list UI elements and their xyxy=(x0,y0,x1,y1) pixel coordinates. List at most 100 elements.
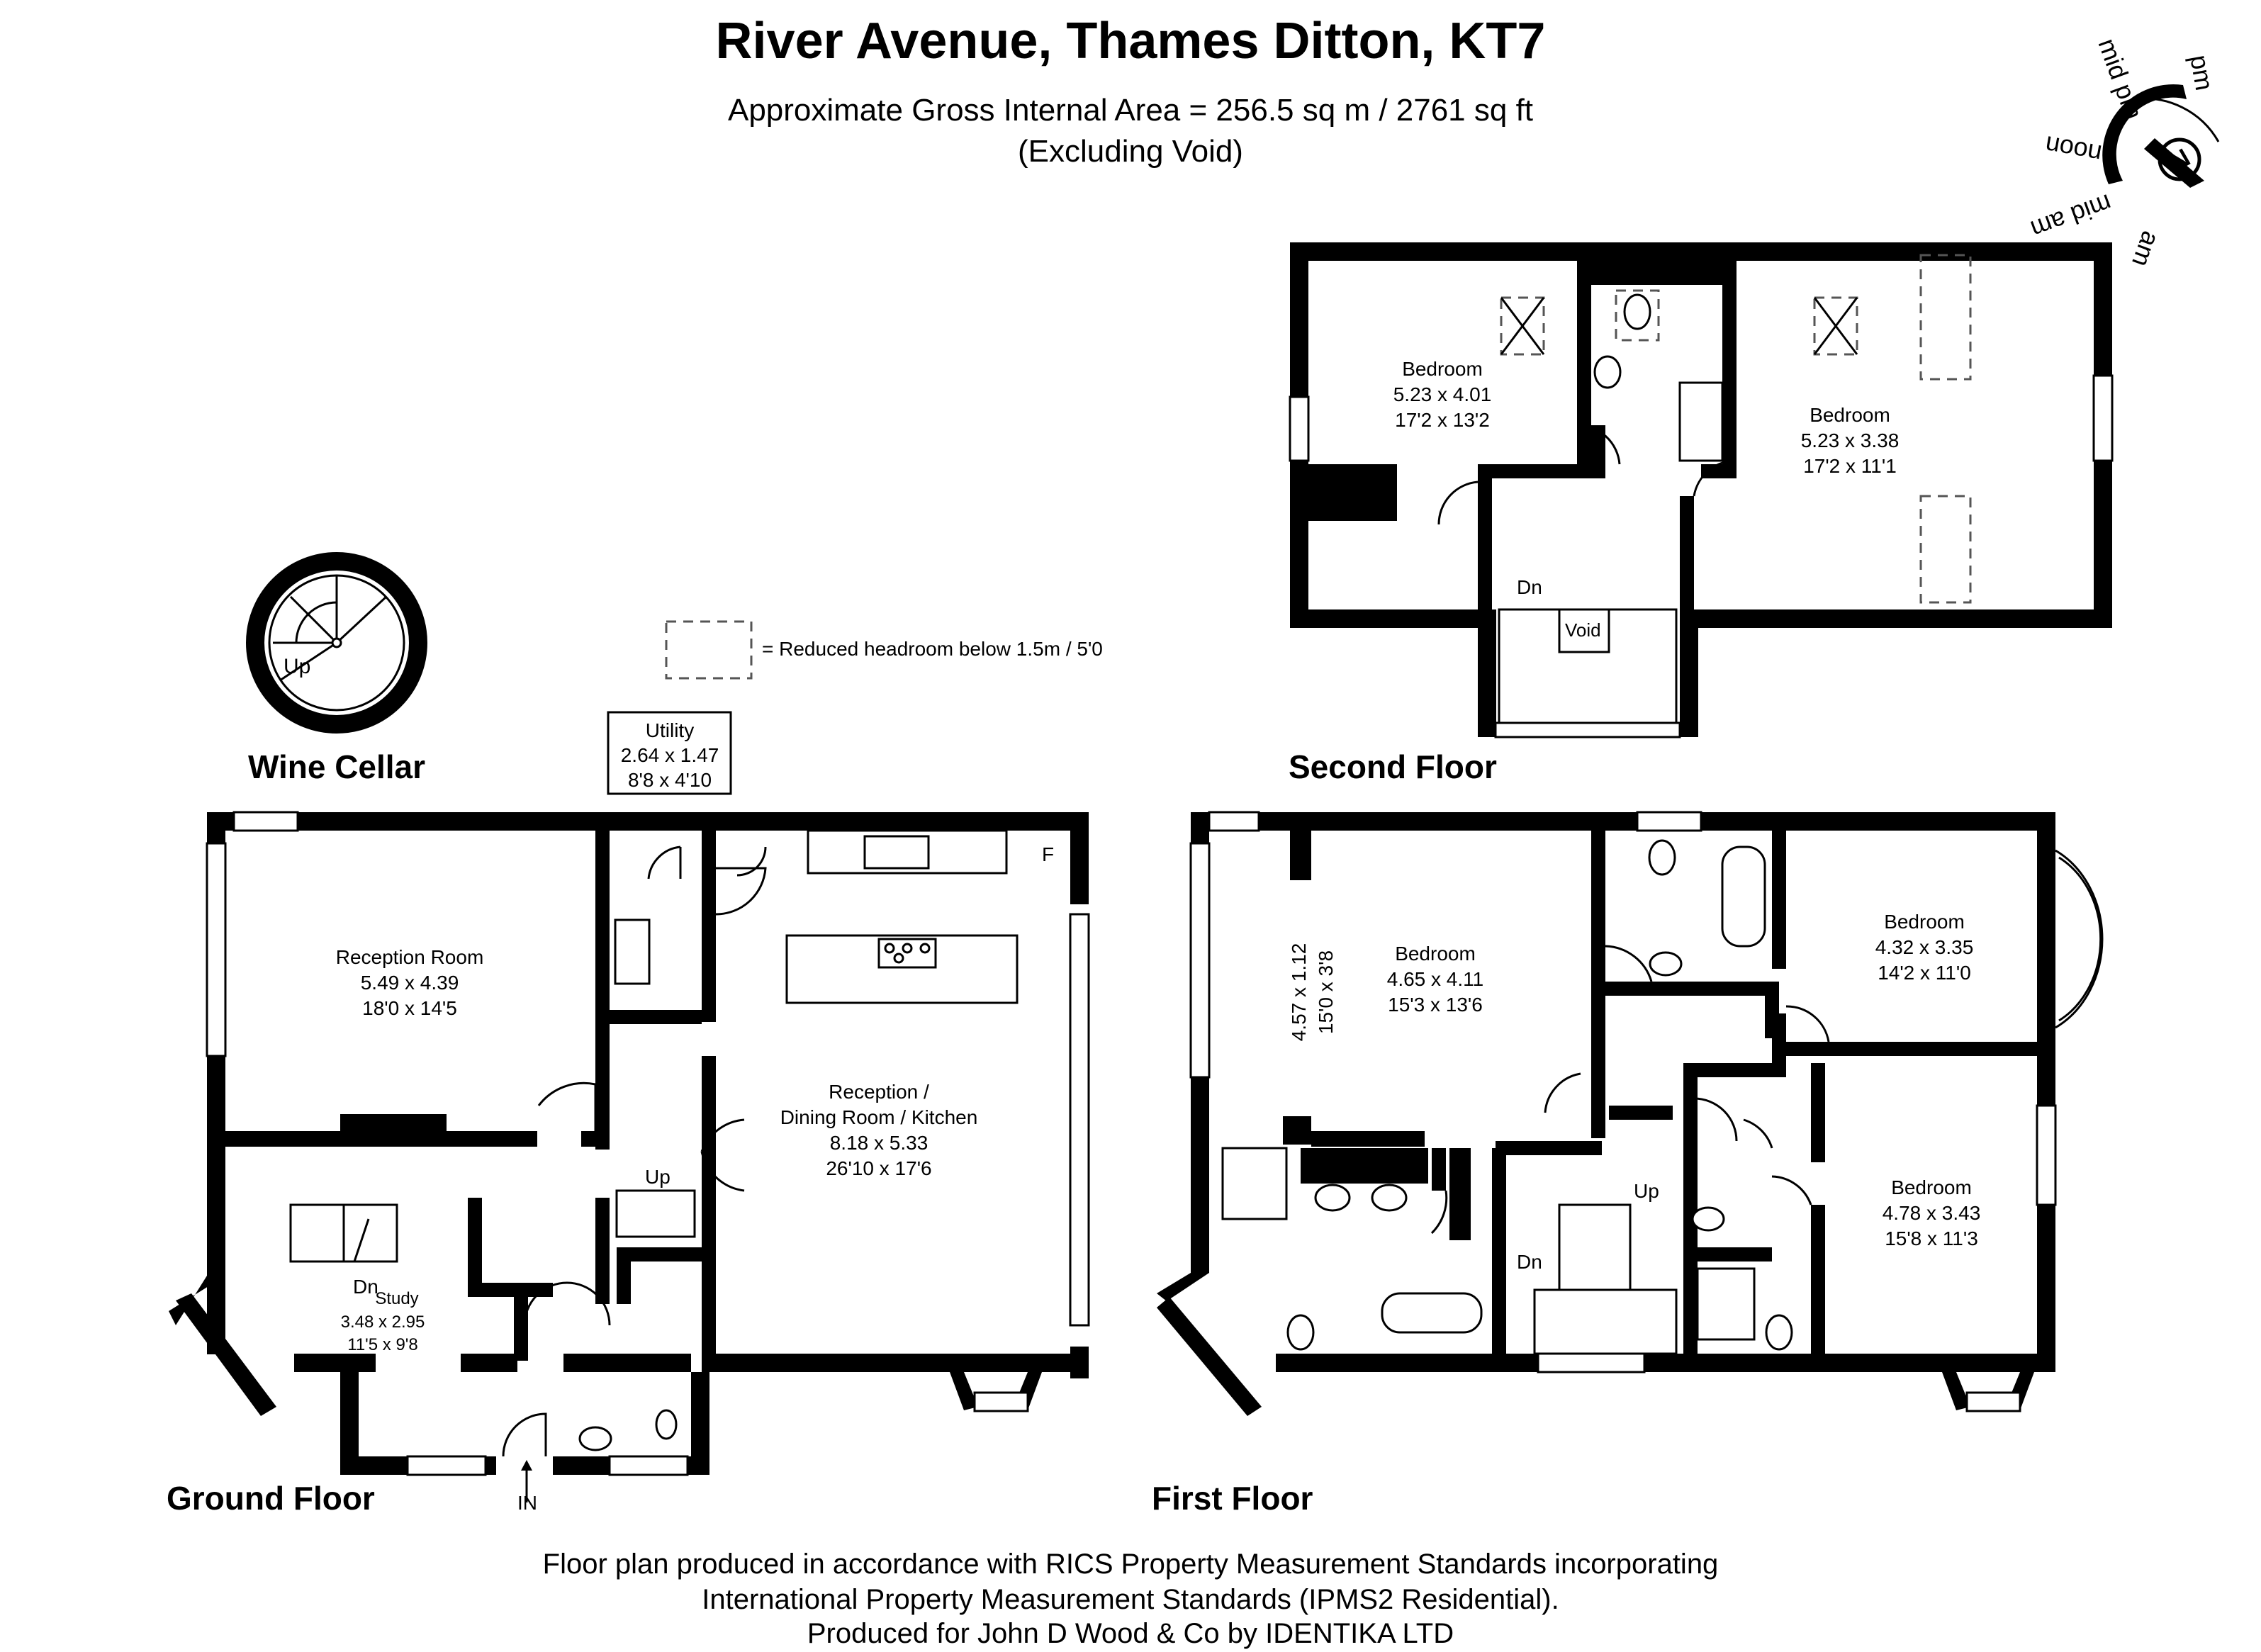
void-box xyxy=(1558,608,1610,653)
reception-room-imperial: 18'0 x 14'5 xyxy=(362,997,457,1019)
window xyxy=(1289,395,1310,462)
window xyxy=(1537,1352,1646,1373)
wine-cellar-label: Wine Cellar xyxy=(248,748,425,785)
second-floor-label: Second Floor xyxy=(1289,748,1497,785)
door xyxy=(1437,481,1479,525)
reduced-headroom-swatch xyxy=(665,620,753,680)
window xyxy=(406,1455,487,1476)
study-name: Study xyxy=(375,1289,418,1308)
ff-dressing-imperial: 15'0 x 3'8 xyxy=(1315,950,1337,1034)
utility-label-box xyxy=(607,711,732,795)
bath-icon xyxy=(1721,845,1766,948)
ff-bedroom-3-name: Bedroom xyxy=(1891,1176,1972,1198)
door xyxy=(523,1281,611,1326)
utility-name: Utility xyxy=(646,719,694,741)
second-floor-plan: Void Dn Bedroom 5.23 x 4.01 17'2 x 13'2 … xyxy=(1289,242,2114,785)
door xyxy=(1785,1005,1830,1043)
window xyxy=(2092,374,2114,462)
window xyxy=(1965,1391,2021,1412)
compass-label-pm: pm xyxy=(2184,52,2219,92)
stair-dn-label: Dn xyxy=(353,1276,378,1298)
entrance-door xyxy=(502,1412,547,1457)
toilet-icon xyxy=(1648,839,1676,876)
toilet-icon xyxy=(1623,293,1651,330)
window xyxy=(232,811,299,832)
basin-icon xyxy=(1649,951,1683,977)
utility-imperial: 8'8 x 4'10 xyxy=(628,769,712,791)
door xyxy=(1544,1072,1581,1113)
footer-line-3: Produced for John D Wood & Co by IDENTIK… xyxy=(807,1618,1454,1649)
sink-icon xyxy=(863,835,930,870)
basin-icon xyxy=(1691,1206,1725,1232)
window xyxy=(1636,811,1702,832)
sf-bedroom-1-imperial: 17'2 x 13'2 xyxy=(1395,409,1490,431)
reception-room-metric: 5.49 x 4.39 xyxy=(361,972,459,994)
ff-bedroom-3-imperial: 15'8 x 11'3 xyxy=(1885,1227,1978,1249)
door xyxy=(700,1118,745,1192)
skylight xyxy=(1615,289,1660,342)
window xyxy=(206,842,227,1057)
shower-icon xyxy=(1221,1147,1288,1220)
window xyxy=(608,1455,689,1476)
footer-line-2: International Property Measurement Stand… xyxy=(702,1584,1559,1615)
ff-bedroom-2-metric: 4.32 x 3.35 xyxy=(1875,936,1974,958)
reception-room-name: Reception Room xyxy=(336,946,484,968)
kitchen-name-1: Reception / xyxy=(829,1081,929,1103)
utility-sink-icon xyxy=(614,918,651,985)
first-floor-plan: Up Dn Bedroom 4.65 x 4.11 15'3 x 13'6 Be… xyxy=(1152,811,2104,1517)
toilet-icon xyxy=(1286,1314,1315,1351)
bath-icon xyxy=(1381,1292,1483,1334)
ff-bedroom-1-metric: 4.65 x 4.11 xyxy=(1387,968,1483,990)
first-floor-label: First Floor xyxy=(1152,1480,1313,1517)
sf-bedroom-2-name: Bedroom xyxy=(1810,404,1890,426)
legend: = Reduced headroom below 1.5m / 5'0 xyxy=(665,620,1103,680)
sf-bedroom-2-imperial: 17'2 x 11'1 xyxy=(1803,455,1897,477)
footer-line-1: Floor plan produced in accordance with R… xyxy=(543,1549,1719,1580)
stair-up-label: Up xyxy=(645,1166,671,1188)
skylight xyxy=(1813,296,1858,356)
sf-bedroom-2-metric: 5.23 x 3.38 xyxy=(1801,429,1900,451)
legend-text: = Reduced headroom below 1.5m / 5'0 xyxy=(762,638,1103,660)
door xyxy=(1693,459,1737,497)
ff-bedroom-2-name: Bedroom xyxy=(1884,911,1965,933)
gross-area-note: (Excluding Void) xyxy=(1018,134,1243,169)
door xyxy=(1430,1190,1448,1235)
window xyxy=(1069,913,1090,1327)
stair-icon xyxy=(1558,1203,1632,1291)
basin-icon xyxy=(1593,355,1622,389)
door xyxy=(1576,424,1621,465)
utility-metric: 2.64 x 1.47 xyxy=(621,744,719,766)
door xyxy=(1771,1175,1812,1206)
entrance-label: IN xyxy=(517,1492,537,1514)
stair-up-label: Up xyxy=(1634,1180,1659,1202)
stair-dn-label: Dn xyxy=(1517,576,1542,598)
ff-bedroom-3-metric: 4.78 x 3.43 xyxy=(1883,1202,1981,1224)
ground-floor-plan: F Dn Up IN Utility 2.64 x 1.47 8'8 x 4'1… xyxy=(167,711,1090,1517)
ff-bedroom-1-imperial: 15'3 x 13'6 xyxy=(1388,994,1483,1016)
door xyxy=(647,845,682,880)
compass-label-mid-pm: mid pm xyxy=(2092,35,2148,123)
stair-dn-label: Dn xyxy=(1517,1251,1542,1273)
sf-bedroom-1-metric: 5.23 x 4.01 xyxy=(1393,383,1492,405)
window xyxy=(973,1391,1029,1412)
sf-bedroom-1-name: Bedroom xyxy=(1402,358,1483,380)
study-metric: 3.48 x 2.95 xyxy=(341,1313,425,1332)
fridge-label: F xyxy=(1042,843,1054,865)
toilet-icon xyxy=(1765,1314,1793,1351)
window xyxy=(1189,842,1211,1079)
shower-icon xyxy=(1678,381,1724,462)
spiral-stair-icon xyxy=(273,575,388,682)
door xyxy=(1743,1118,1773,1149)
compass-label-mid-am: mid am xyxy=(2027,189,2116,245)
window xyxy=(2036,1104,2057,1206)
wine-cellar-stair-label: Up xyxy=(284,655,310,678)
window xyxy=(1208,811,1260,832)
door xyxy=(1693,1097,1738,1142)
door xyxy=(1605,945,1653,982)
ff-dressing-metric: 4.57 x 1.12 xyxy=(1288,943,1310,1042)
kitchen-name-2: Dining Room / Kitchen xyxy=(780,1106,978,1128)
reduced-headroom-area xyxy=(1919,254,1972,381)
kitchen-metric: 8.18 x 5.33 xyxy=(830,1132,928,1154)
plan-title: River Avenue, Thames Ditton, KT7 xyxy=(716,13,1546,69)
